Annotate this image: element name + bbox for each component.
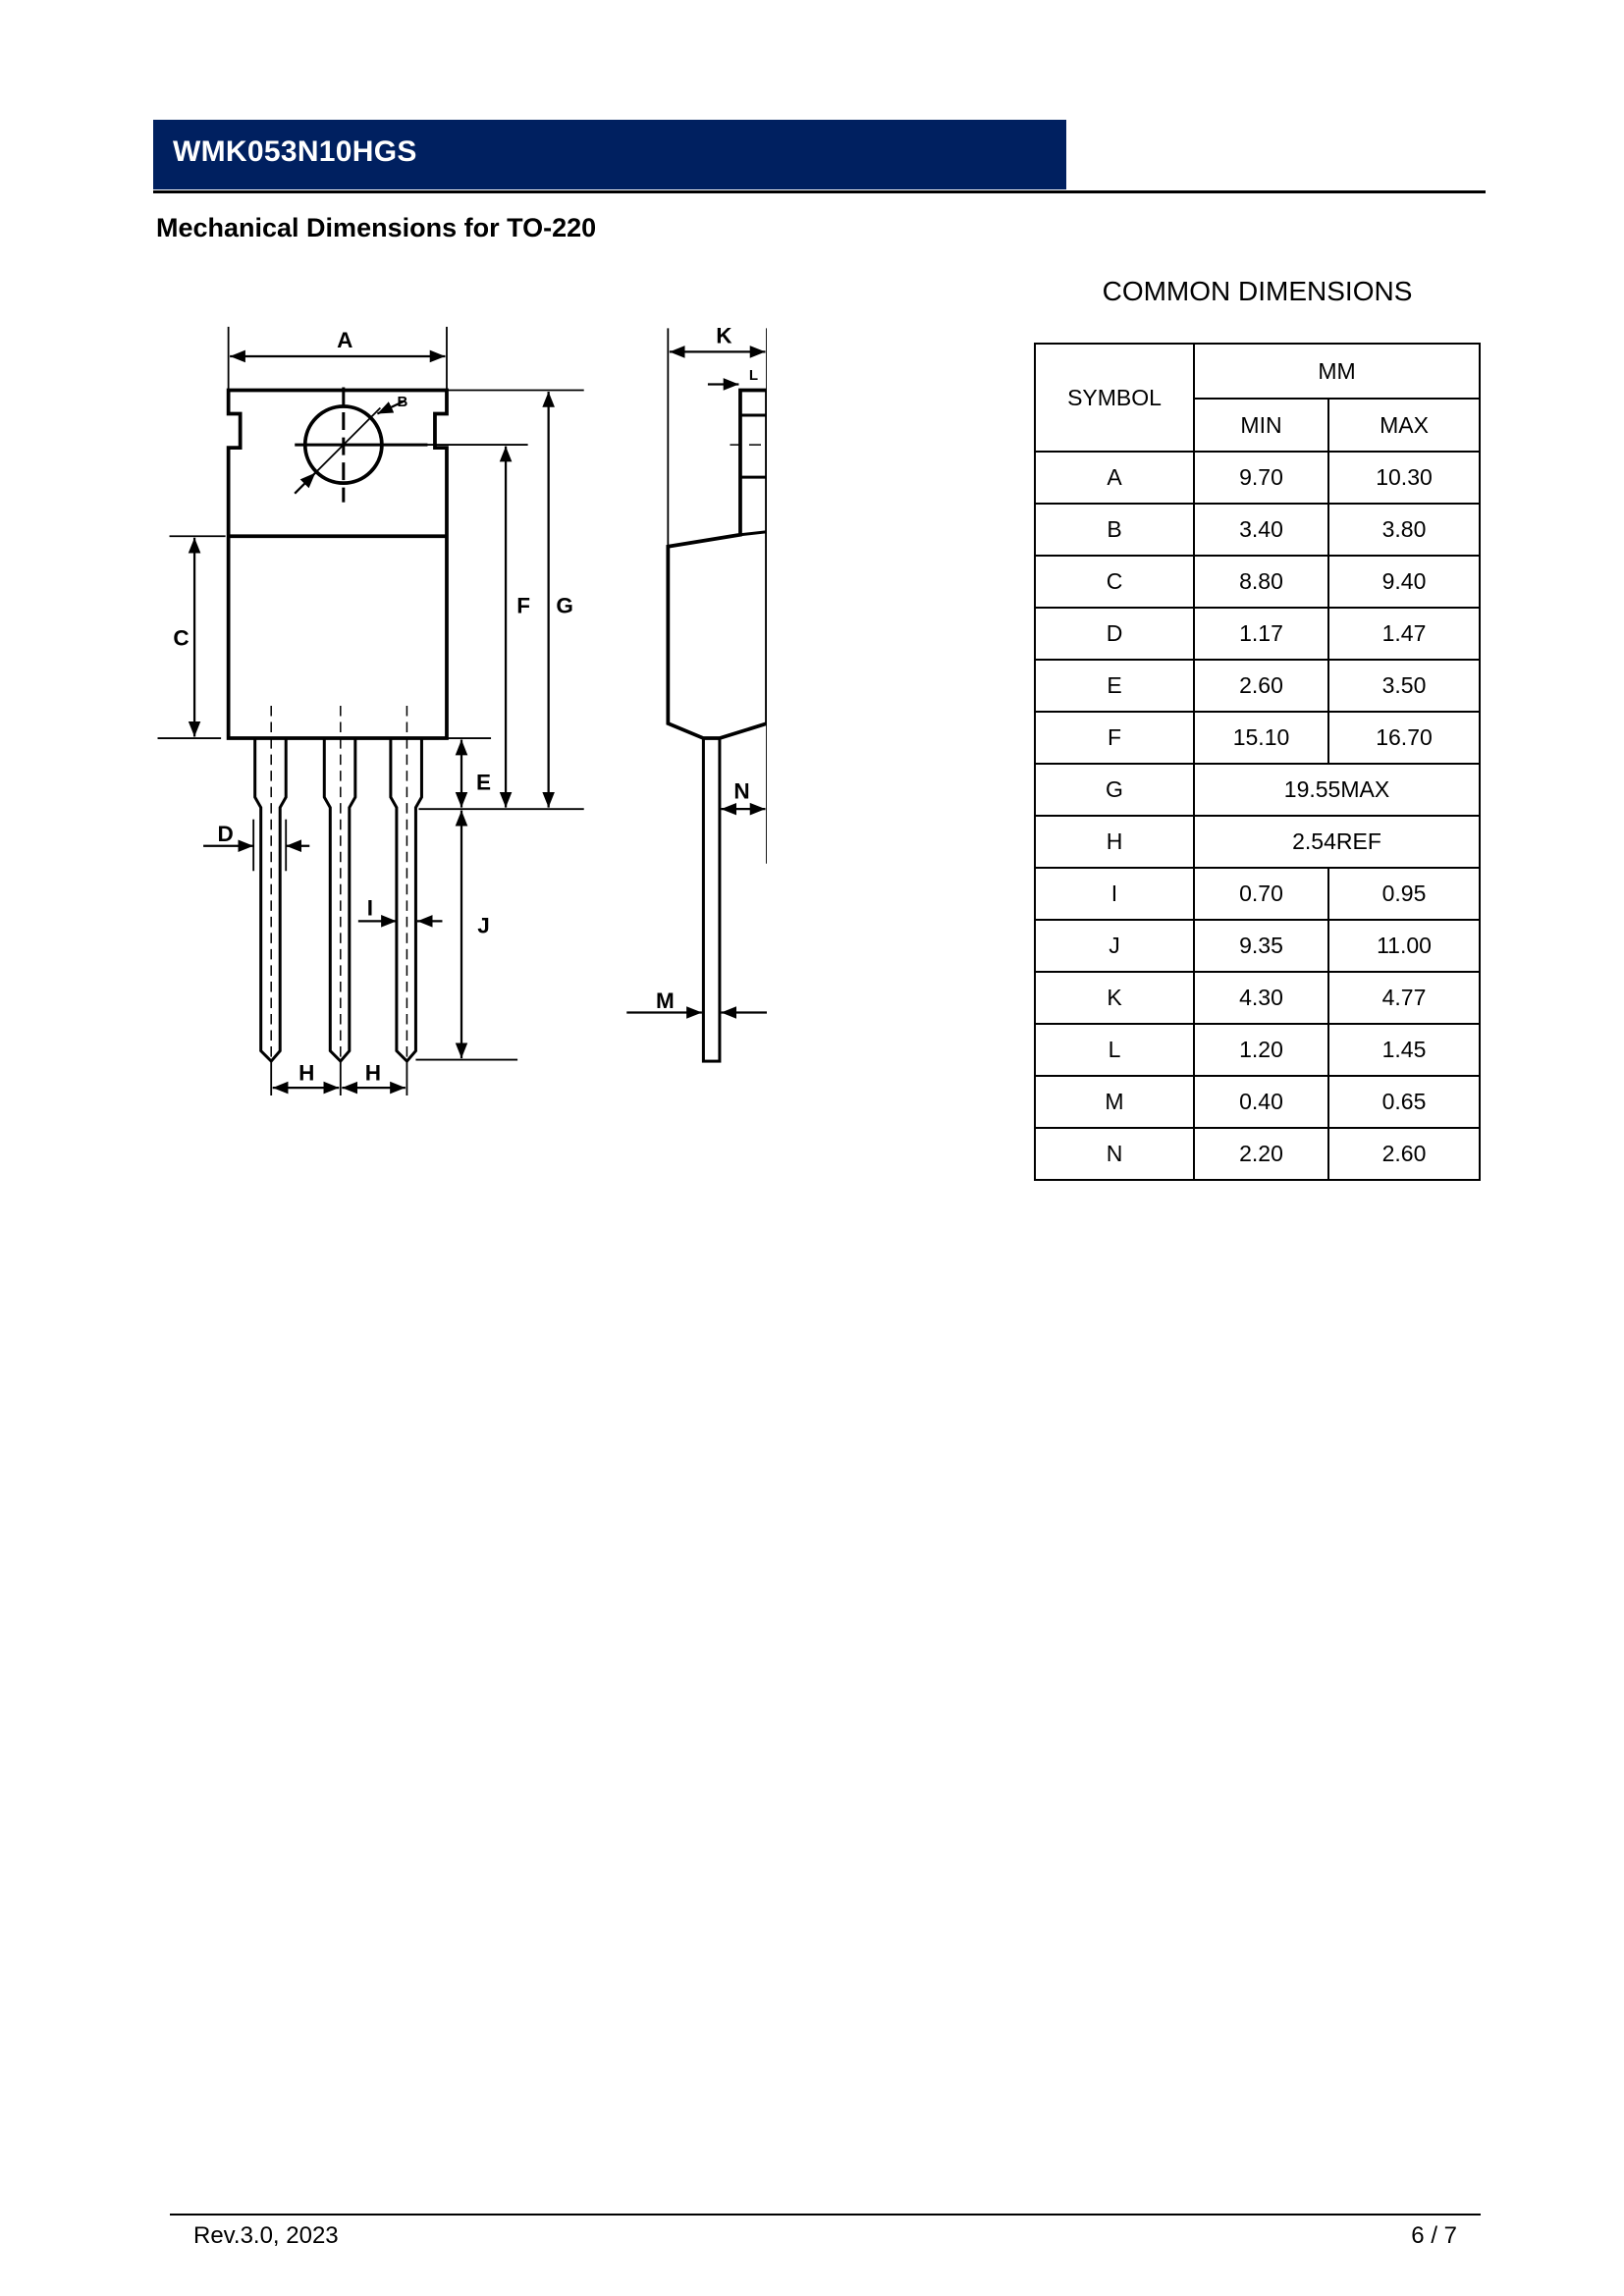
symbol-cell: N <box>1034 1127 1195 1181</box>
label-L: L <box>749 367 758 384</box>
label-J: J <box>477 913 490 937</box>
max-cell: 0.95 <box>1327 867 1481 921</box>
label-N: N <box>733 779 749 804</box>
label-H2: H <box>365 1061 381 1086</box>
label-M: M <box>656 988 675 1013</box>
min-cell: 9.35 <box>1193 919 1329 973</box>
header-bar: WMK053N10HGS <box>153 120 1066 189</box>
max-cell: 11.00 <box>1327 919 1481 973</box>
min-cell: 9.70 <box>1193 451 1329 505</box>
label-F: F <box>516 593 530 617</box>
symbol-cell: K <box>1034 971 1195 1025</box>
lead-2 <box>322 738 357 1064</box>
max-cell: 10.30 <box>1327 451 1481 505</box>
label-B: B <box>397 394 407 410</box>
lead-side <box>701 736 722 1063</box>
label-I: I <box>367 895 373 920</box>
label-E: E <box>476 771 491 795</box>
label-H1: H <box>298 1061 314 1086</box>
package-body-side <box>666 388 767 740</box>
symbol-cell: L <box>1034 1023 1195 1077</box>
lead-1 <box>253 738 288 1064</box>
lead-3 <box>389 738 423 1064</box>
symbol-cell: F <box>1034 711 1195 765</box>
min-cell: 0.40 <box>1193 1075 1329 1129</box>
symbol-cell: D <box>1034 607 1195 661</box>
unit-header: MM <box>1193 342 1481 400</box>
max-cell: 3.80 <box>1327 503 1481 557</box>
symbol-cell: C <box>1034 555 1195 609</box>
label-D: D <box>217 822 233 846</box>
label-K: K <box>716 323 732 347</box>
max-cell: 4.77 <box>1327 971 1481 1025</box>
table-caption: COMMON DIMENSIONS <box>1102 276 1413 306</box>
package-body-front <box>226 388 449 740</box>
value-cell: 19.55MAX <box>1193 763 1481 817</box>
max-cell: 1.45 <box>1327 1023 1481 1077</box>
max-cell: 1.47 <box>1327 607 1481 661</box>
min-cell: 2.60 <box>1193 659 1329 713</box>
max-cell: 2.60 <box>1327 1127 1481 1181</box>
symbol-cell: G <box>1034 763 1195 817</box>
min-cell: 3.40 <box>1193 503 1329 557</box>
document-title: WMK053N10HGS <box>173 135 417 168</box>
footer-rule <box>170 2214 1481 2216</box>
value-cell: 2.54REF <box>1193 815 1481 869</box>
symbol-cell: E <box>1034 659 1195 713</box>
min-header: MIN <box>1193 398 1329 453</box>
min-cell: 8.80 <box>1193 555 1329 609</box>
symbol-cell: J <box>1034 919 1195 973</box>
min-cell: 4.30 <box>1193 971 1329 1025</box>
max-cell: 9.40 <box>1327 555 1481 609</box>
symbol-header: SYMBOL <box>1034 343 1195 453</box>
revision: Rev.3.0, 2023 <box>193 2222 339 2249</box>
label-C: C <box>173 625 189 650</box>
min-cell: 1.20 <box>1193 1023 1329 1077</box>
symbol-cell: H <box>1034 815 1195 869</box>
symbol-cell: M <box>1034 1075 1195 1129</box>
min-cell: 15.10 <box>1193 711 1329 765</box>
symbol-cell: A <box>1034 451 1195 505</box>
min-cell: 0.70 <box>1193 867 1329 921</box>
min-cell: 1.17 <box>1193 607 1329 661</box>
symbol-cell: I <box>1034 867 1195 921</box>
section-title: Mechanical Dimensions for TO-220 <box>156 213 597 242</box>
symbol-cell: B <box>1034 503 1195 557</box>
to220-mechanical-drawing: A B C F G E D I J H H K L N M <box>157 323 767 1095</box>
max-header: MAX <box>1327 398 1481 453</box>
max-cell: 3.50 <box>1327 659 1481 713</box>
header-rule <box>153 190 1486 193</box>
min-cell: 2.20 <box>1193 1127 1329 1181</box>
label-A: A <box>337 328 352 352</box>
max-cell: 16.70 <box>1327 711 1481 765</box>
max-cell: 0.65 <box>1327 1075 1481 1129</box>
label-G: G <box>556 593 573 617</box>
page-number: 6 / 7 <box>1411 2222 1457 2249</box>
